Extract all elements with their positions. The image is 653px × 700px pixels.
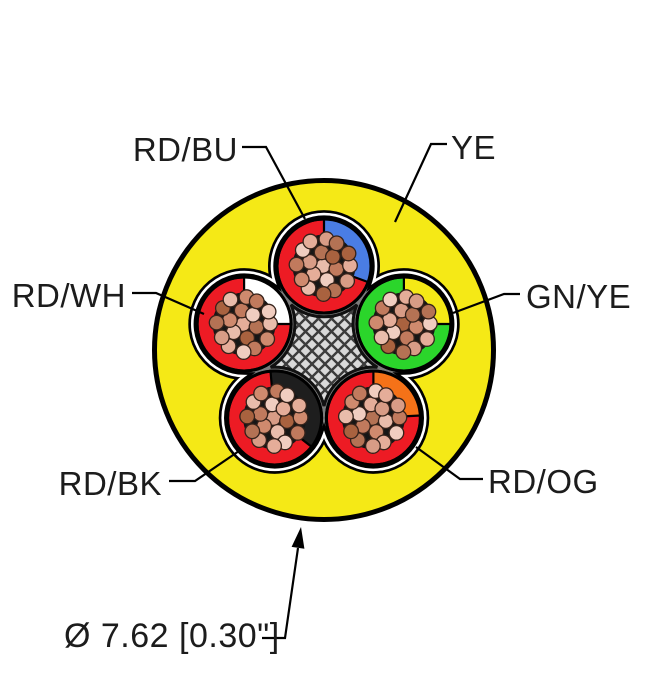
center-filler — [269, 303, 379, 407]
copper-strand — [339, 273, 356, 289]
copper-strand — [275, 400, 292, 417]
callout-label-rd-bu: RD/BU — [132, 131, 238, 168]
copper-strand — [244, 423, 261, 440]
sheath-tape-line — [191, 212, 457, 472]
copper-strand — [337, 408, 354, 425]
copper-strand — [389, 397, 406, 414]
copper-strand — [388, 424, 405, 441]
leader-rd-bu — [242, 145, 306, 220]
copper-strand — [374, 400, 391, 417]
copper-strand — [419, 331, 435, 347]
conductor-rd-bu — [275, 217, 373, 315]
callout-label-rd-wh: RD/WH — [11, 277, 126, 314]
copper-strand — [208, 314, 225, 331]
conductor-gn-ye — [355, 275, 453, 373]
copper-strand — [279, 387, 296, 404]
copper-strand — [343, 423, 360, 440]
copper-strand — [420, 303, 437, 320]
leader-rd-wh — [132, 291, 205, 316]
leader-rd-bk — [169, 450, 240, 483]
copper-strand — [395, 344, 412, 360]
callout-label-rd-bk: RD/BK — [58, 465, 162, 502]
leader-rd-og — [415, 446, 483, 481]
copper-strand — [288, 256, 305, 273]
conductor-rd-bk — [226, 369, 324, 467]
copper-strand — [213, 329, 230, 346]
copper-strand — [245, 306, 261, 323]
copper-strand — [259, 331, 276, 347]
copper-strand — [291, 397, 308, 414]
copper-strand — [378, 387, 394, 404]
copper-strand — [248, 293, 265, 310]
copper-strand — [289, 424, 306, 441]
copper-strand — [266, 438, 283, 454]
copper-strand — [373, 329, 390, 346]
copper-strand — [328, 235, 345, 252]
copper-strand — [351, 385, 368, 402]
copper-strand — [324, 248, 341, 265]
copper-strand — [382, 291, 399, 308]
dimension-arrowhead — [291, 527, 305, 549]
copper-strand — [239, 408, 256, 425]
copper-strand — [404, 306, 421, 323]
leader-ye — [394, 142, 447, 223]
copper-strand — [364, 438, 381, 454]
diameter-dimension-label: Ø 7.62 [0.30"] — [64, 617, 280, 655]
callout-label-ye-jacket: YE — [451, 129, 497, 166]
callout-label-gn-ye: GN/YE — [526, 278, 632, 315]
copper-strand — [315, 286, 332, 302]
copper-strand — [222, 291, 239, 308]
copper-strand — [235, 344, 252, 360]
copper-strand — [408, 293, 425, 310]
leader-dim — [262, 547, 300, 640]
conductor-rd-wh — [195, 275, 293, 373]
copper-strand — [340, 245, 357, 262]
leader-gn-ye — [452, 292, 520, 315]
copper-strand — [260, 303, 277, 320]
copper-strand — [253, 385, 270, 402]
conductor-rd-og — [324, 369, 422, 467]
callout-label-rd-og: RD/OG — [488, 463, 599, 500]
copper-strand — [293, 271, 310, 288]
copper-strand — [302, 233, 319, 250]
copper-strand — [368, 314, 385, 331]
